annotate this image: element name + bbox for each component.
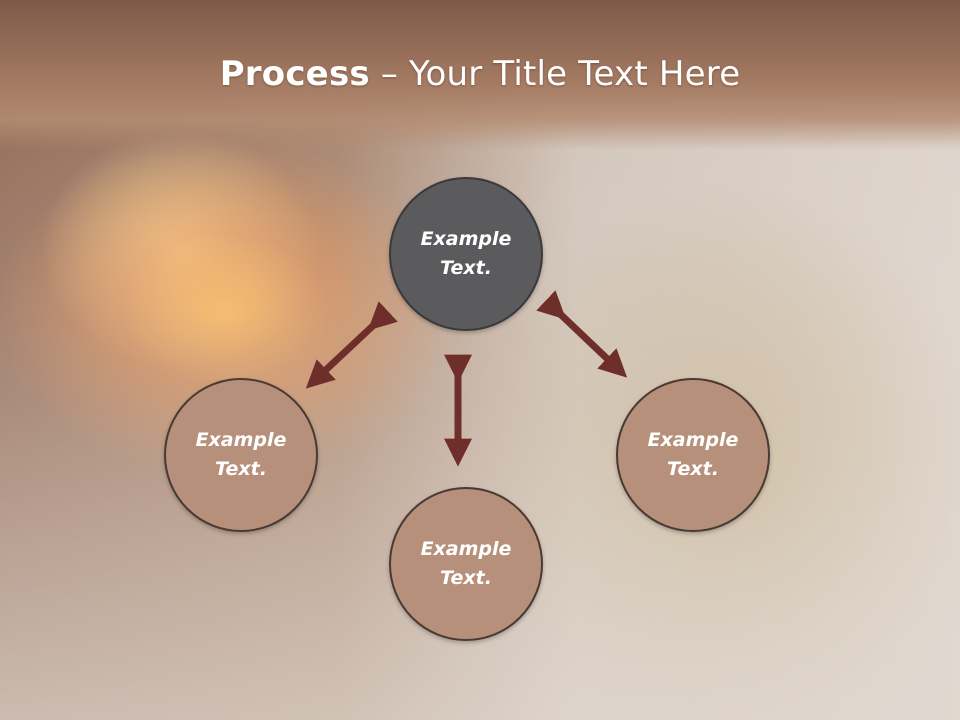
title-band xyxy=(0,0,960,150)
slide-title[interactable]: Process – Your Title Text Here xyxy=(0,52,960,96)
slide-title-rest: – Your Title Text Here xyxy=(369,54,741,94)
arrow-top-right xyxy=(536,290,628,378)
slide-title-bold: Process xyxy=(219,54,370,94)
arrow-top-left xyxy=(305,301,398,389)
